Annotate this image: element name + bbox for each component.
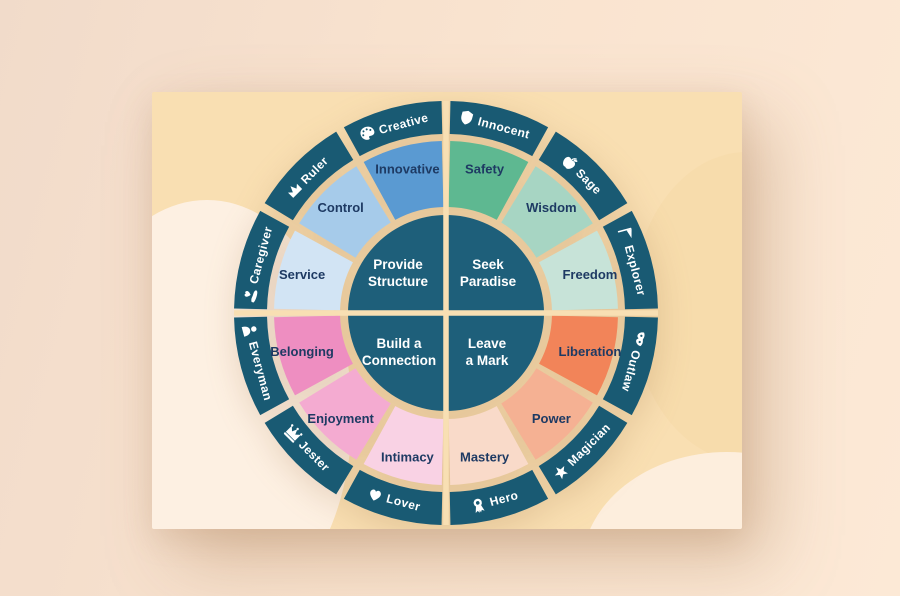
- value-label-mastery: Mastery: [460, 449, 510, 464]
- value-label-enjoyment: Enjoyment: [307, 411, 374, 426]
- value-segment-control: [299, 166, 391, 258]
- outer-segment-sage: [538, 131, 628, 221]
- heart-icon: [370, 489, 381, 501]
- value-label-safety: Safety: [465, 162, 505, 177]
- value-segment-mastery: [448, 406, 529, 485]
- star-icon: [554, 466, 568, 480]
- palette-icon: [360, 126, 375, 140]
- value-segment-liberation: [539, 315, 618, 396]
- outer-segment-outlaw: [602, 316, 658, 416]
- person-icon: [241, 326, 257, 337]
- outer-segment-lover: [343, 469, 443, 525]
- outer-segment-explorer: [602, 210, 658, 310]
- center-label-build-a-connection: Build a Connection: [362, 336, 436, 368]
- value-segment-enjoyment: [299, 368, 391, 460]
- hand-heart-icon: [244, 290, 258, 303]
- value-label-intimacy: Intimacy: [381, 449, 435, 464]
- outer-segment-everyman: [234, 316, 290, 416]
- value-segment-freedom: [539, 230, 618, 311]
- value-label-control: Control: [318, 200, 364, 215]
- flag-icon: [617, 227, 632, 239]
- mask-icon: [636, 332, 645, 347]
- value-segment-power: [501, 368, 593, 460]
- value-label-service: Service: [279, 267, 325, 282]
- value-segment-intimacy: [363, 406, 444, 485]
- center-label-line: Provide: [373, 257, 423, 272]
- value-segment-innovative: [363, 141, 444, 220]
- value-segment-belonging: [274, 315, 353, 396]
- outer-segment-caregiver: [234, 210, 290, 310]
- center-label-line: Paradise: [460, 274, 517, 289]
- shield-icon: [461, 110, 474, 125]
- center-label-line: Structure: [368, 274, 429, 289]
- outer-segment-innocent: [449, 101, 549, 157]
- center-label-line: Seek: [472, 257, 504, 272]
- center-label-line: Build a: [376, 336, 421, 351]
- outer-segment-jester: [264, 405, 354, 495]
- value-label-belonging: Belonging: [270, 344, 334, 359]
- center-label-line: a Mark: [466, 353, 509, 368]
- outer-segment-hero: [449, 469, 549, 525]
- value-label-innovative: Innovative: [375, 162, 439, 177]
- value-label-power: Power: [532, 411, 571, 426]
- value-segment-safety: [448, 141, 529, 220]
- value-label-liberation: Liberation: [559, 344, 622, 359]
- center-label-line: Leave: [468, 336, 507, 351]
- medal-icon: [473, 498, 485, 514]
- outer-segment-ruler: [264, 131, 354, 221]
- center-label-line: Connection: [362, 353, 436, 368]
- value-label-freedom: Freedom: [562, 267, 617, 282]
- center-label-leave-a-mark: Leave a Mark: [466, 336, 509, 368]
- value-label-wisdom: Wisdom: [526, 200, 576, 215]
- outer-segment-creative: [343, 101, 443, 157]
- jester-hat-icon: [283, 424, 303, 443]
- value-segment-wisdom: [501, 166, 593, 258]
- value-segment-service: [274, 230, 353, 311]
- crown-icon: [288, 183, 303, 198]
- apple-icon: [563, 156, 578, 169]
